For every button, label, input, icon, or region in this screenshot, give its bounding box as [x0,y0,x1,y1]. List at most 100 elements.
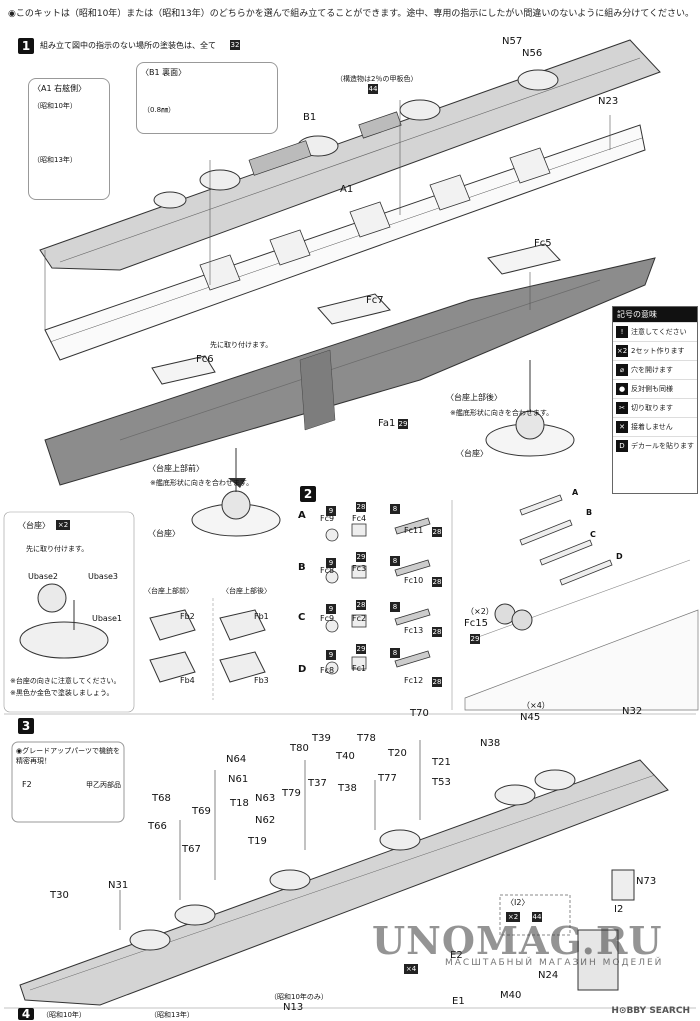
part-n32: N32 [622,706,643,717]
part-i2: I2 [614,904,624,915]
stand-rear-title: 〈台座上部後〉 [446,393,502,402]
part-t20: T20 [388,748,407,759]
fc6-note: 先に取り付けます。 [210,341,273,349]
fc15-count: （×2） [466,607,494,616]
part-right: Fc10 [404,576,424,585]
part-b1: B1 [303,112,317,123]
part-t69: T69 [192,806,211,817]
part-n31: N31 [108,880,129,891]
part-left: Fc9 [320,514,335,523]
part-t38: T38 [338,783,357,794]
i2-title: 〈I2〉 [506,898,530,907]
part-right: Fc13 [404,626,424,635]
part-n56: N56 [522,48,543,59]
part-right: Fc11 [404,526,424,535]
x4-badge: ×4 [404,964,418,974]
legend-row: ✂切り取ります [613,398,697,417]
part-t80: T80 [290,743,309,754]
part-n38: N38 [480,738,501,749]
part-e1: E1 [452,996,465,1007]
callout-c: C [590,530,596,539]
base-paint-note1: ※台座の向きに注意してください。 [10,677,121,685]
stand-rear-label: 〈台座〉 [456,449,488,458]
part-n64: N64 [226,754,247,765]
step4-year10: （昭和10年） [42,1011,86,1019]
turret-b1-3 [399,99,441,121]
base-front-title: 〈台座上部前〉 [144,587,193,595]
part-left: Fc8 [320,666,335,675]
step1-paint-code: 32 [230,40,240,50]
legend-row: ●反対側も同様 [613,379,697,398]
part-left: Fc9 [320,614,335,623]
no-glue-icon: ✕ [616,421,628,433]
f2-note: 甲乙丙部品 [86,781,121,789]
part-t53: T53 [432,777,451,788]
legend-row: ⌀穴を開けます [613,360,697,379]
turret-s3-6 [534,769,576,791]
callout-b: B [586,508,593,517]
make-two-icon: ×2 [616,345,628,357]
row-id: A [298,510,306,521]
inset-a1-year13: （昭和13年） [33,156,77,164]
fa1-lower-hull [44,257,656,486]
part-fa1: Fa1 [378,418,396,429]
turret-b1-5 [153,191,187,209]
callout-a: A [572,488,579,497]
part-fc6: Fc6 [196,354,214,365]
part-t77: T77 [378,773,397,784]
header-note: ◉このキットは（昭和10年）または（昭和13年）のどちらかを選んで組み立てること… [8,9,694,19]
fc5-plate [487,243,561,275]
watermark-subtitle: МАСШТАБНЫЙ МАГАЗИН МОДЕЛЕЙ [445,958,664,968]
part-n57: N57 [502,36,523,47]
inset-b1-title: 〈B1 裏面〉 [141,68,187,77]
part-ubase1: Ubase1 [92,614,123,623]
step1-instruction: 組み立て図中の指示のない場所の塗装色は、全て [40,41,216,50]
part-e2: E2 [450,950,463,961]
step3-number: 3 [18,718,34,734]
part-n13: N13 [283,1002,304,1013]
part-a1: A1 [340,184,354,195]
inset-a1-title: 〈A1 右舷側〉 [33,84,87,93]
step2-number: 2 [300,486,316,502]
legend-title: 記号の意味 [613,307,697,322]
step4-year13: （昭和13年） [150,1011,194,1019]
hobbysearch-logo: H⊙BBY SEARCH [611,1006,690,1016]
inset-a1-starboard: 〈A1 右舷側〉 （昭和10年） （昭和13年） [28,78,110,200]
inset-b1-underside: 〈B1 裏面〉 （0.8㎜） [136,62,278,134]
watermark-logo: UNOMAG.RU [372,918,663,963]
legend-row: !注意してください [613,322,697,341]
part-n23: N23 [598,96,619,107]
part-t37: T37 [308,778,327,789]
part-fc15: Fc15 [464,618,488,629]
stand-front-title: 〈台座上部前〉 [148,464,204,473]
step3-deck [19,759,669,1006]
base-inset-count: ×2 [56,520,70,530]
fc6-plate [151,355,216,385]
part-mid: Fc4 [352,514,367,523]
part-ubase3: Ubase3 [88,572,119,581]
turret-s3-1 [129,929,171,951]
part-fc5: Fc5 [534,238,552,249]
row-id: D [298,664,307,675]
part-t39: T39 [312,733,331,744]
part-n61: N61 [228,774,249,785]
stern-view [464,609,699,711]
decal-icon: D [616,440,628,452]
part-fb3: Fb3 [254,676,269,685]
part-t40: T40 [336,751,355,762]
opposite-side-icon: ● [616,383,628,395]
i2-count: ×2 [506,912,520,922]
inset-a1-year10: （昭和10年） [33,102,77,110]
step4-number: 4 [18,1008,34,1020]
part-mid: Fc1 [352,664,367,673]
base-inset-title: 〈台座〉 [18,521,50,530]
stand-front-note: ※艦底形状に向きを合わせます。 [150,479,254,487]
part-n63: N63 [255,793,276,804]
part-n24: N24 [538,970,559,981]
part-t19: T19 [248,836,267,847]
part-t21: T21 [432,757,451,768]
part-t79: T79 [282,788,301,799]
